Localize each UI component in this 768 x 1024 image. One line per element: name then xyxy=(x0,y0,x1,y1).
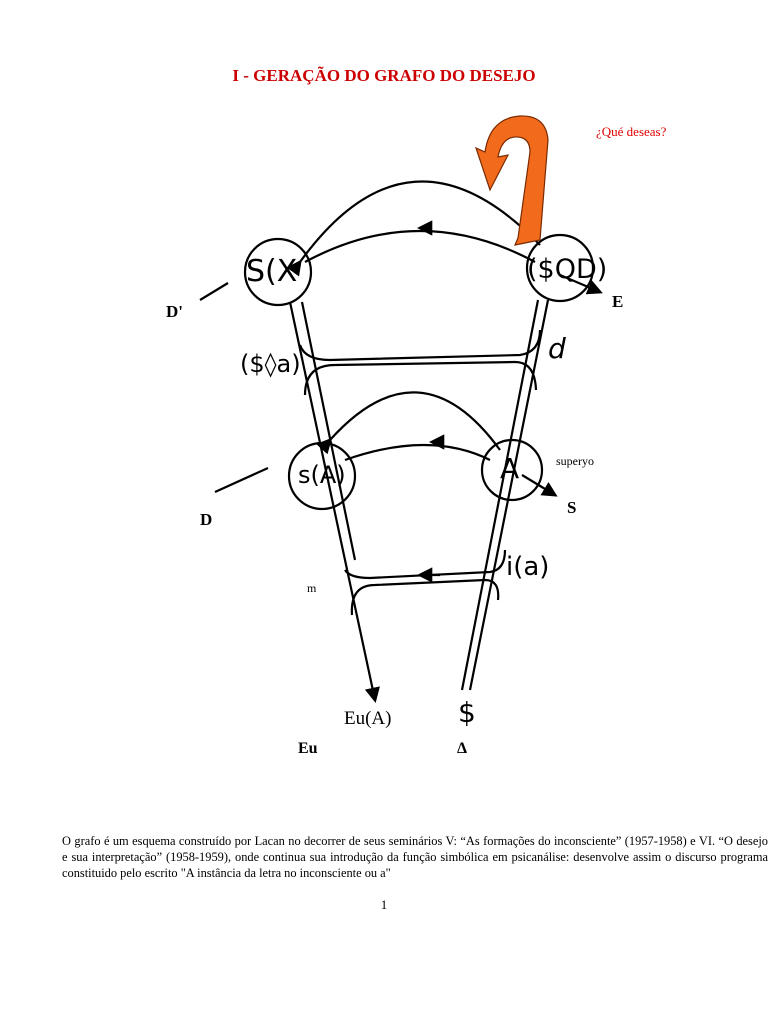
d-prime-line xyxy=(199,282,229,301)
node-eu-a-label: Eu(A) xyxy=(344,708,392,729)
orange-curved-arrow xyxy=(475,115,549,246)
soa-annotation: ($◊a) xyxy=(240,350,301,378)
lower-loop-2 xyxy=(350,578,500,616)
upper-outer-arc xyxy=(286,180,541,277)
node-sqd-circle xyxy=(525,233,595,303)
e-label: E xyxy=(612,292,624,311)
m-label: m xyxy=(307,581,317,595)
page-title: I - GERAÇÃO DO GRAFO DO DESEJO xyxy=(232,66,536,85)
node-sx-label: S(X xyxy=(246,254,298,289)
left-vector-line-inner xyxy=(300,301,357,561)
upper-loop xyxy=(298,329,542,362)
d-annotation: d xyxy=(548,332,566,365)
lower-outer-arc xyxy=(316,391,501,455)
que-deseas-note: ¿Qué deseas? xyxy=(596,124,667,139)
left-vector-line xyxy=(288,301,380,704)
d-prime-label: D' xyxy=(166,302,183,321)
s-label: S xyxy=(567,498,577,517)
node-sa-label: s(A) xyxy=(298,461,346,489)
superyo-label: superyo xyxy=(556,454,594,468)
right-vector-line xyxy=(468,299,550,691)
lower-loop xyxy=(344,549,507,580)
node-a-circle xyxy=(480,438,544,502)
e-arrow xyxy=(559,273,603,295)
node-sa-circle xyxy=(287,441,357,511)
node-a-label: A xyxy=(500,452,520,485)
desire-graph xyxy=(199,115,603,704)
lower-chain-arc xyxy=(344,443,491,462)
node-barred-s-label: $ xyxy=(458,696,476,729)
page-number: 1 xyxy=(380,897,388,912)
node-sx-circle xyxy=(243,237,313,307)
body-paragraph: O grafo é um esquema construído por Laca… xyxy=(62,834,768,880)
d-line xyxy=(214,466,269,494)
eu-label: Eu xyxy=(298,740,318,757)
i-a-annotation: i(a) xyxy=(506,552,550,582)
d-label: D xyxy=(200,510,213,529)
node-sqd-label: ($QD) xyxy=(527,254,608,285)
upper-chain-arc xyxy=(304,229,536,263)
delta-label: Δ xyxy=(457,740,468,757)
upper-loop-2 xyxy=(303,360,538,396)
